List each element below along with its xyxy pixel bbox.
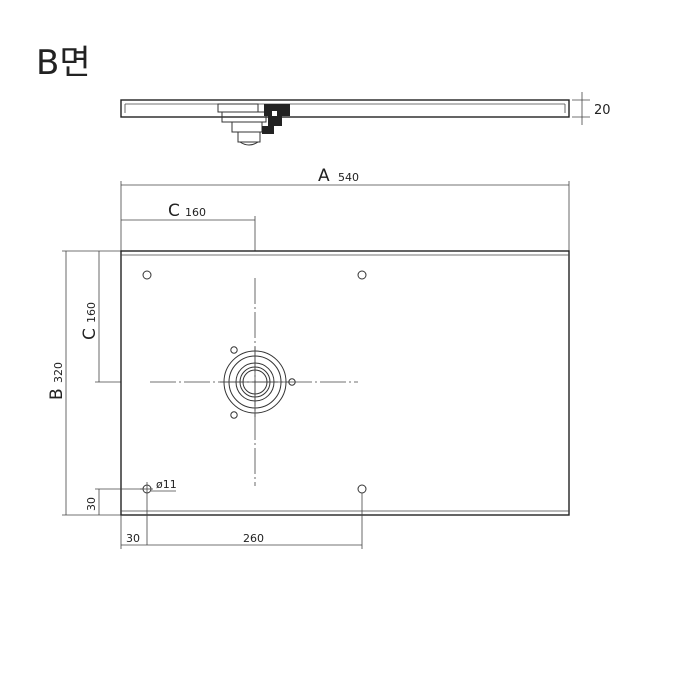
top-view — [120, 250, 570, 516]
side-bracket-dark — [264, 104, 290, 116]
edge-offset-vertical: 30 — [85, 488, 143, 515]
edge-x-label: 30 — [126, 532, 140, 545]
hole-top-left — [142, 270, 152, 280]
side-view: 20 — [120, 92, 611, 146]
plate-outline — [120, 250, 570, 516]
edge-y-label: 30 — [85, 497, 98, 511]
dimension-c-vertical: C 160 — [80, 251, 121, 383]
c-value: 160 — [185, 206, 206, 219]
side-plate-outline — [120, 99, 570, 118]
c2-value: 160 — [85, 302, 98, 323]
hole-diameter-label: ø11 — [156, 478, 177, 491]
dimension-a: A 540 — [120, 166, 570, 252]
page-title: B면 — [36, 43, 91, 83]
b-value: 320 — [52, 362, 65, 383]
c2-letter: C — [80, 328, 100, 340]
dimension-c-horizontal: C 160 — [121, 201, 256, 252]
a-value: 540 — [338, 171, 359, 184]
thickness-label: 20 — [594, 103, 611, 118]
hole-spacing-label: 260 — [243, 532, 264, 545]
mount-hole-right — [288, 378, 296, 386]
dimension-b: B 320 — [47, 250, 121, 516]
mount-hole-lower — [230, 411, 238, 419]
bottom-dimensions: 30 260 — [120, 493, 363, 549]
hole-top-right — [357, 270, 367, 280]
a-letter: A — [318, 166, 330, 186]
c-letter: C — [168, 201, 180, 221]
b-letter: B — [47, 388, 67, 400]
side-mount-fitting — [217, 103, 290, 146]
center-mount — [220, 347, 290, 417]
mount-hole-upper — [230, 346, 238, 354]
